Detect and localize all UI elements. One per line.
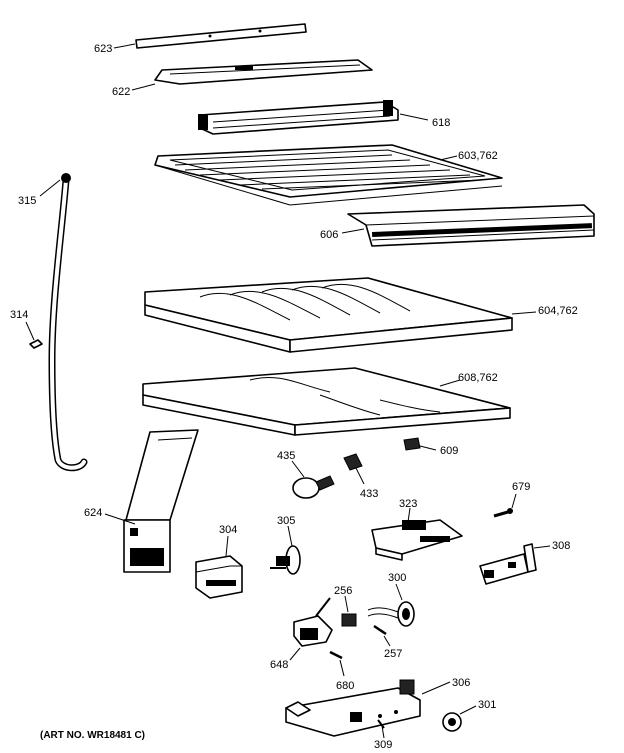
label-648: 648 — [270, 659, 288, 671]
part-433-socket — [343, 453, 363, 471]
label-624: 624 — [84, 507, 102, 519]
part-680-screw — [329, 650, 343, 660]
part-624-panel — [123, 429, 199, 573]
label-680: 680 — [336, 680, 354, 692]
label-323: 323 — [399, 498, 417, 510]
part-622-cover — [154, 59, 373, 85]
art-number: (ART NO. WR18481 C) — [40, 730, 145, 741]
label-433: 433 — [360, 488, 378, 500]
label-257: 257 — [384, 648, 402, 660]
label-315: 315 — [18, 195, 36, 207]
label-308: 308 — [552, 540, 570, 552]
label-606: 606 — [320, 229, 338, 241]
part-315-tube — [48, 173, 88, 472]
part-618-duct — [198, 100, 399, 135]
label-608-762: 608,762 — [458, 372, 498, 384]
label-314: 314 — [10, 309, 28, 321]
part-314-clip — [29, 339, 43, 349]
label-679: 679 — [512, 481, 530, 493]
label-435: 435 — [277, 450, 295, 462]
part-604-frame — [144, 277, 513, 353]
label-304: 304 — [219, 524, 237, 536]
part-679-screw — [493, 508, 513, 518]
label-301: 301 — [478, 699, 496, 711]
part-306-bracket — [285, 679, 421, 737]
part-323-housing — [371, 519, 463, 561]
part-256-relay — [341, 613, 357, 627]
label-622: 622 — [112, 86, 130, 98]
part-305-knob — [270, 545, 301, 575]
part-435-bulb — [292, 475, 335, 499]
label-306: 306 — [452, 677, 470, 689]
label-256: 256 — [334, 585, 352, 597]
part-603-shelf — [154, 144, 503, 206]
label-604-762: 604,762 — [538, 305, 578, 317]
part-309-screw — [377, 719, 385, 729]
label-305: 305 — [277, 515, 295, 527]
label-618: 618 — [432, 117, 450, 129]
label-300: 300 — [388, 572, 406, 584]
part-301-knob — [442, 712, 462, 732]
part-609-knob — [403, 437, 421, 451]
part-257-screw — [373, 624, 387, 636]
label-609: 609 — [440, 445, 458, 457]
part-308-bracket — [479, 543, 537, 585]
part-304-terminal — [195, 555, 243, 599]
part-300-switch — [367, 601, 415, 627]
part-608-tray — [142, 367, 511, 436]
label-309: 309 — [374, 739, 392, 751]
label-623: 623 — [94, 43, 112, 55]
label-603-762: 603,762 — [458, 150, 498, 162]
part-623-bracket — [135, 23, 307, 49]
part-606-cover — [347, 204, 595, 247]
part-648-motor — [293, 597, 333, 647]
